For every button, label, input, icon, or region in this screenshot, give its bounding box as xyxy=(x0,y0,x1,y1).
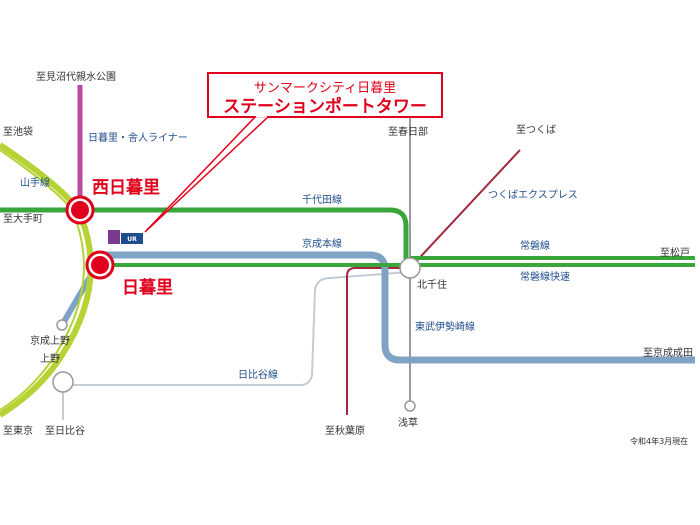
callout-line2: ステーションポートタワー xyxy=(223,96,427,117)
callout-box xyxy=(207,72,443,118)
dest-tsukuba: 至つくば xyxy=(516,124,556,136)
svg-text:UR: UR xyxy=(127,236,137,243)
station-keisei-ueno: 京成上野 xyxy=(30,334,70,347)
dest-kasukabe: 至春日部 xyxy=(388,125,428,138)
dest-ikebukuro: 至池袋 xyxy=(3,125,33,138)
station-asakusa: 浅草 xyxy=(398,416,418,429)
jr-companion-line xyxy=(0,149,85,411)
nippori-dot xyxy=(91,256,109,274)
station-nippori: 日暮里 xyxy=(122,277,173,298)
date-note: 令和4年3月現在 xyxy=(630,436,688,446)
dest-otemachi: 至大手町 xyxy=(3,212,43,225)
station-kitasenju: 北千住 xyxy=(417,278,447,291)
tsukuba-express-line xyxy=(409,149,521,269)
keisei-ueno-marker xyxy=(56,319,68,331)
line-tobu: 東武伊勢崎線 xyxy=(415,320,475,333)
station-ueno: 上野 xyxy=(40,353,60,365)
dest-matsudo: 至松戸 xyxy=(660,246,690,259)
dest-tokyo: 至東京 xyxy=(3,424,33,437)
callout-line1: サンマークシティ日暮里 xyxy=(254,81,396,96)
line-joban-rapid: 常磐線快速 xyxy=(520,270,570,283)
kitasenju-marker xyxy=(399,257,421,279)
asakusa-marker xyxy=(404,400,416,412)
line-keisei: 京成本線 xyxy=(302,237,342,250)
dest-akihabara: 至秋葉原 xyxy=(325,424,365,437)
line-liner: 日暮里・舎人ライナー xyxy=(88,131,188,144)
ueno-marker xyxy=(52,371,74,393)
keisei-line xyxy=(100,251,695,364)
dest-minumadai: 至見沼代親水公園 xyxy=(36,70,116,83)
hibiya-line xyxy=(63,271,411,386)
ur-logo: UR xyxy=(108,230,143,244)
dest-narita: 至京成成田 xyxy=(643,346,693,359)
line-tsukuba-express: つくばエクスプレス xyxy=(488,189,578,201)
nishi-nippori-dot xyxy=(71,201,89,219)
station-nishi-nippori: 西日暮里 xyxy=(92,177,160,198)
akihabara-branch xyxy=(346,267,410,415)
line-hibiya: 日比谷線 xyxy=(238,368,278,381)
line-chiyoda: 千代田線 xyxy=(302,193,342,206)
line-yamanote: 山手線 xyxy=(20,176,50,189)
chiyoda-line xyxy=(0,207,409,268)
line-joban: 常磐線 xyxy=(520,239,550,252)
dest-hibiya: 至日比谷 xyxy=(45,425,85,437)
